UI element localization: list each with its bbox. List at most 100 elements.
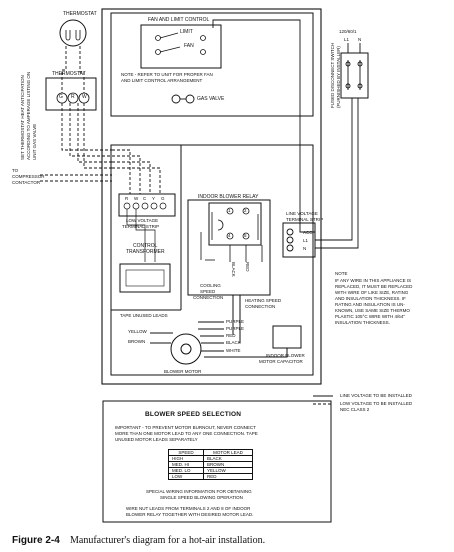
lv-terminal-r: R xyxy=(125,196,129,201)
unit-cabinet xyxy=(101,8,322,385)
controls-compartment xyxy=(110,144,314,376)
wire-red-label: RED xyxy=(245,262,250,272)
speed-cell: LOW xyxy=(168,473,204,480)
limit-label: LIMIT xyxy=(180,29,193,35)
heating-label-2: CONNECTION xyxy=(245,304,276,309)
note-line-2: REPLACED, IT MUST BE REPLACED xyxy=(335,284,413,289)
control-transformer xyxy=(119,263,171,293)
transformer-label-2: TRANSFORMER xyxy=(126,249,165,255)
line-strip-label-2: TERMINAL STRIP xyxy=(286,217,324,222)
capacitor-label-1: INDOOR BLOWER xyxy=(266,353,305,358)
line-strip-label-1: LINE VOLTAGE xyxy=(286,211,318,216)
note-line-7: PLASTIC 105°C WIRE WITH 4/64" xyxy=(335,314,405,319)
fan-limit-control xyxy=(140,24,222,69)
lv-strip-label-1: LOW VOLTAGE xyxy=(126,218,159,223)
heating-label-1: HEATING SPEED xyxy=(245,298,282,303)
important-line-1: IMPORTANT - TO PREVENT MOTOR BURNOUT, NE… xyxy=(115,425,256,430)
disconnect-note-1: FUSED DISCONNECT SWITCH xyxy=(330,42,335,108)
anticipation-note-1: SET THERMOSTAT HEAT ANTICIPATION xyxy=(20,75,25,160)
power-l1-label: L1 xyxy=(344,37,350,42)
terminal-g: G xyxy=(59,94,63,100)
lead-brown: BROWN xyxy=(128,339,146,344)
thermostat-block xyxy=(45,77,97,111)
speed-table: SPEED MOTOR LEAD HIGH BLACK MED. HI BROW… xyxy=(168,449,253,480)
wire-black-label: BLACK xyxy=(231,262,236,277)
important-line-2: MORE THAN ONE MOTOR LEAD TO ANY ONE CONN… xyxy=(115,431,258,436)
motor-capacitor xyxy=(272,325,302,349)
power-n-label: N xyxy=(358,37,362,42)
note-line-5: RATING AND INSULATION IS UN- xyxy=(335,302,405,307)
blower-motor-icon xyxy=(170,333,202,365)
legend-low-voltage-2: NEC CLASS 2 xyxy=(340,407,370,412)
lead-purple-2: PURPLE xyxy=(226,326,245,331)
terminal-r: R xyxy=(71,94,75,100)
indoor-blower-relay xyxy=(187,199,271,296)
note-heading: NOTE xyxy=(335,271,348,276)
lead-black: BLACK xyxy=(226,340,241,345)
lv-terminal-g: G xyxy=(161,196,165,201)
legend-line-voltage: LINE VOLTAGE TO BE INSTALLED xyxy=(340,393,412,398)
line-terminal-l1: L1 xyxy=(303,238,309,243)
blower-motor-label: BLOWER MOTOR xyxy=(164,369,202,374)
note-line-1: IF ANY WIRE IN THIS APPLIANCE IS xyxy=(335,278,412,283)
anticipation-note-2: ACCORDING TO AMPERAGE LISTING ON xyxy=(26,71,31,160)
figure-caption: Manufacturer's diagram for a hot-air ins… xyxy=(70,535,266,546)
legend-low-voltage-1: LOW VOLTAGE TO BE INSTALLED xyxy=(340,401,413,406)
cooling-label-3: CONNECTION xyxy=(193,295,224,300)
lead-red: RED xyxy=(226,333,236,338)
compressor-line-3: CONTACTOR xyxy=(12,180,41,185)
wire-nut-line-2: BLOWER RELAY TOGETHER WITH DESIRED MOTOR… xyxy=(126,512,254,517)
blower-speed-box xyxy=(102,400,332,523)
relay-num-2: 2 xyxy=(244,208,247,213)
fan-limit-compartment xyxy=(110,12,314,117)
transformer-label-1: CONTROL xyxy=(133,243,158,249)
compressor-line-1: TO xyxy=(12,168,19,173)
special-line-1: SPECIAL WIRING INFORMATION FOR OBTAINING xyxy=(146,489,252,494)
fan-limit-title: FAN AND LIMIT CONTROL xyxy=(148,17,210,23)
fan-limit-note-2: AND LIMIT CONTROL ARRANGEMENT xyxy=(121,78,203,83)
lv-terminal-w: W xyxy=(134,196,139,201)
note-line-6: KNOWN, USE SAME SIZE THERMO xyxy=(335,308,410,313)
relay-num-4: 4 xyxy=(228,233,231,238)
capacitor-label-2: MOTOR CAPACITOR xyxy=(259,359,303,364)
gas-valve-label: GAS VALVE xyxy=(197,96,225,102)
fan-limit-note-1: NOTE - REFER TO UNIT FOR PROPER FAN xyxy=(121,72,213,77)
note-line-8: INSULATION THICKNESS. xyxy=(335,320,390,325)
table-row: LOW RED xyxy=(168,473,253,480)
lv-strip-label-2: TERMINAL STRIP xyxy=(122,224,160,229)
compressor-line-2: COMPRESSOR xyxy=(12,174,45,179)
anticipation-note-3: UNIT GAS VALVE xyxy=(32,123,37,160)
lead-purple-1: PURPLE xyxy=(226,319,245,324)
blower-speed-title: BLOWER SPEED SELECTION xyxy=(145,411,242,418)
line-terminal-n: N xyxy=(303,246,307,251)
figure-number: Figure 2-4 xyxy=(12,535,60,546)
relay-num-1: 1 xyxy=(228,208,231,213)
wire-nut-line-1: WIRE NUT LEADS FROM TERMINALS 2 AND 8 OF… xyxy=(126,506,251,511)
line-terminal-acc: ACC. xyxy=(303,230,314,235)
lv-terminal-c: C xyxy=(143,196,147,201)
thermostat-icon xyxy=(59,19,87,47)
thermostat-top-label: THERMOSTAT xyxy=(63,11,97,17)
fan-label: FAN xyxy=(184,43,194,49)
blower-relay-title: INDOOR BLOWER RELAY xyxy=(198,194,259,200)
thermostat-block-label: THERMOSTAT xyxy=(52,71,86,77)
special-line-2: SINGLE SPEED BLOWING OPERATION xyxy=(160,495,243,500)
relay-num-5: 5 xyxy=(244,233,247,238)
line-voltage-strip xyxy=(282,222,316,258)
lead-cell: RED xyxy=(203,473,253,480)
lead-white: WHITE xyxy=(226,348,241,353)
important-line-3: UNUSED MOTOR LEADS SEPARATELY xyxy=(115,437,198,442)
terminal-w: W xyxy=(82,94,87,100)
disconnect-switch xyxy=(340,52,369,99)
lead-yellow: YELLOW xyxy=(128,329,147,334)
tape-unused-label: TAPE UNUSED LEADS xyxy=(120,313,168,318)
note-line-3: WITH WIRE OF LIKE SIZE, RATING xyxy=(335,290,409,295)
note-line-4: AND INSULATION THICKNESS. IF xyxy=(335,296,406,301)
lv-terminal-y: Y xyxy=(152,196,156,201)
power-supply-label: 120/60/1 xyxy=(339,29,357,34)
disconnect-note-2: (FURNISHED BY INSTALLER) xyxy=(336,46,341,108)
cooling-label-2: SPEED xyxy=(200,289,216,294)
low-voltage-strip xyxy=(118,193,176,217)
cooling-label-1: COOLING xyxy=(200,283,221,288)
